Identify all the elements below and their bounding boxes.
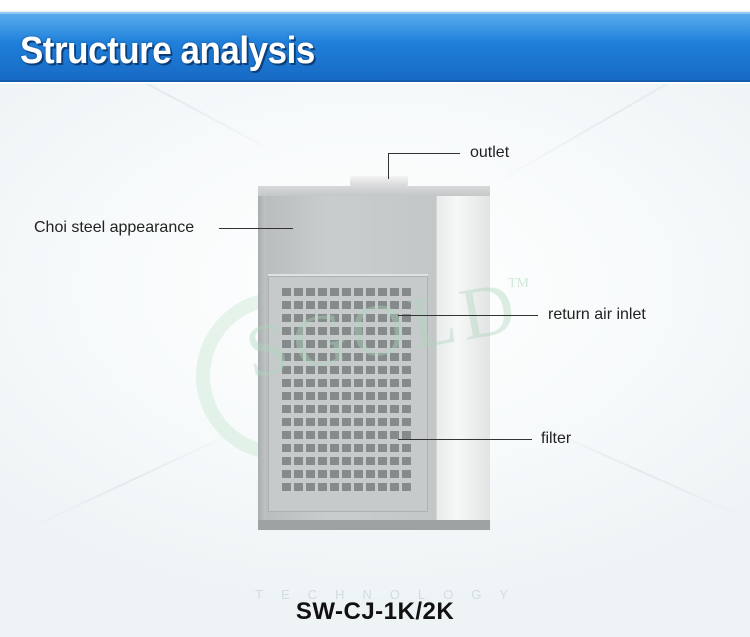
appearance-leader xyxy=(219,228,293,229)
outlet-leader-horizontal xyxy=(388,153,460,154)
filter-label: filter xyxy=(541,430,572,447)
grille-panel-top xyxy=(268,274,428,276)
filter-leader xyxy=(398,439,532,440)
watermark-trademark: TM xyxy=(508,276,529,291)
unit-corner-edge xyxy=(436,196,437,530)
unit-side-face xyxy=(436,196,490,530)
outlet-label: outlet xyxy=(470,144,510,161)
return-inlet-leader xyxy=(398,315,538,316)
outlet-collar xyxy=(350,176,408,186)
unit-left-edge xyxy=(258,196,266,530)
return-inlet-label: return air inlet xyxy=(548,306,646,323)
header-bar: Structure analysis xyxy=(0,12,750,82)
outlet-leader-vertical xyxy=(388,153,389,179)
watermark-tagline: TECHNOLOGY xyxy=(255,587,527,602)
model-number: SW-CJ-1K/2K xyxy=(295,598,455,625)
header-banner: Structure analysis xyxy=(0,0,750,84)
perforated-grille xyxy=(282,288,414,492)
unit-top-face xyxy=(258,186,490,198)
appearance-label: Choi steel appearance xyxy=(34,219,195,236)
unit-base xyxy=(258,520,490,530)
